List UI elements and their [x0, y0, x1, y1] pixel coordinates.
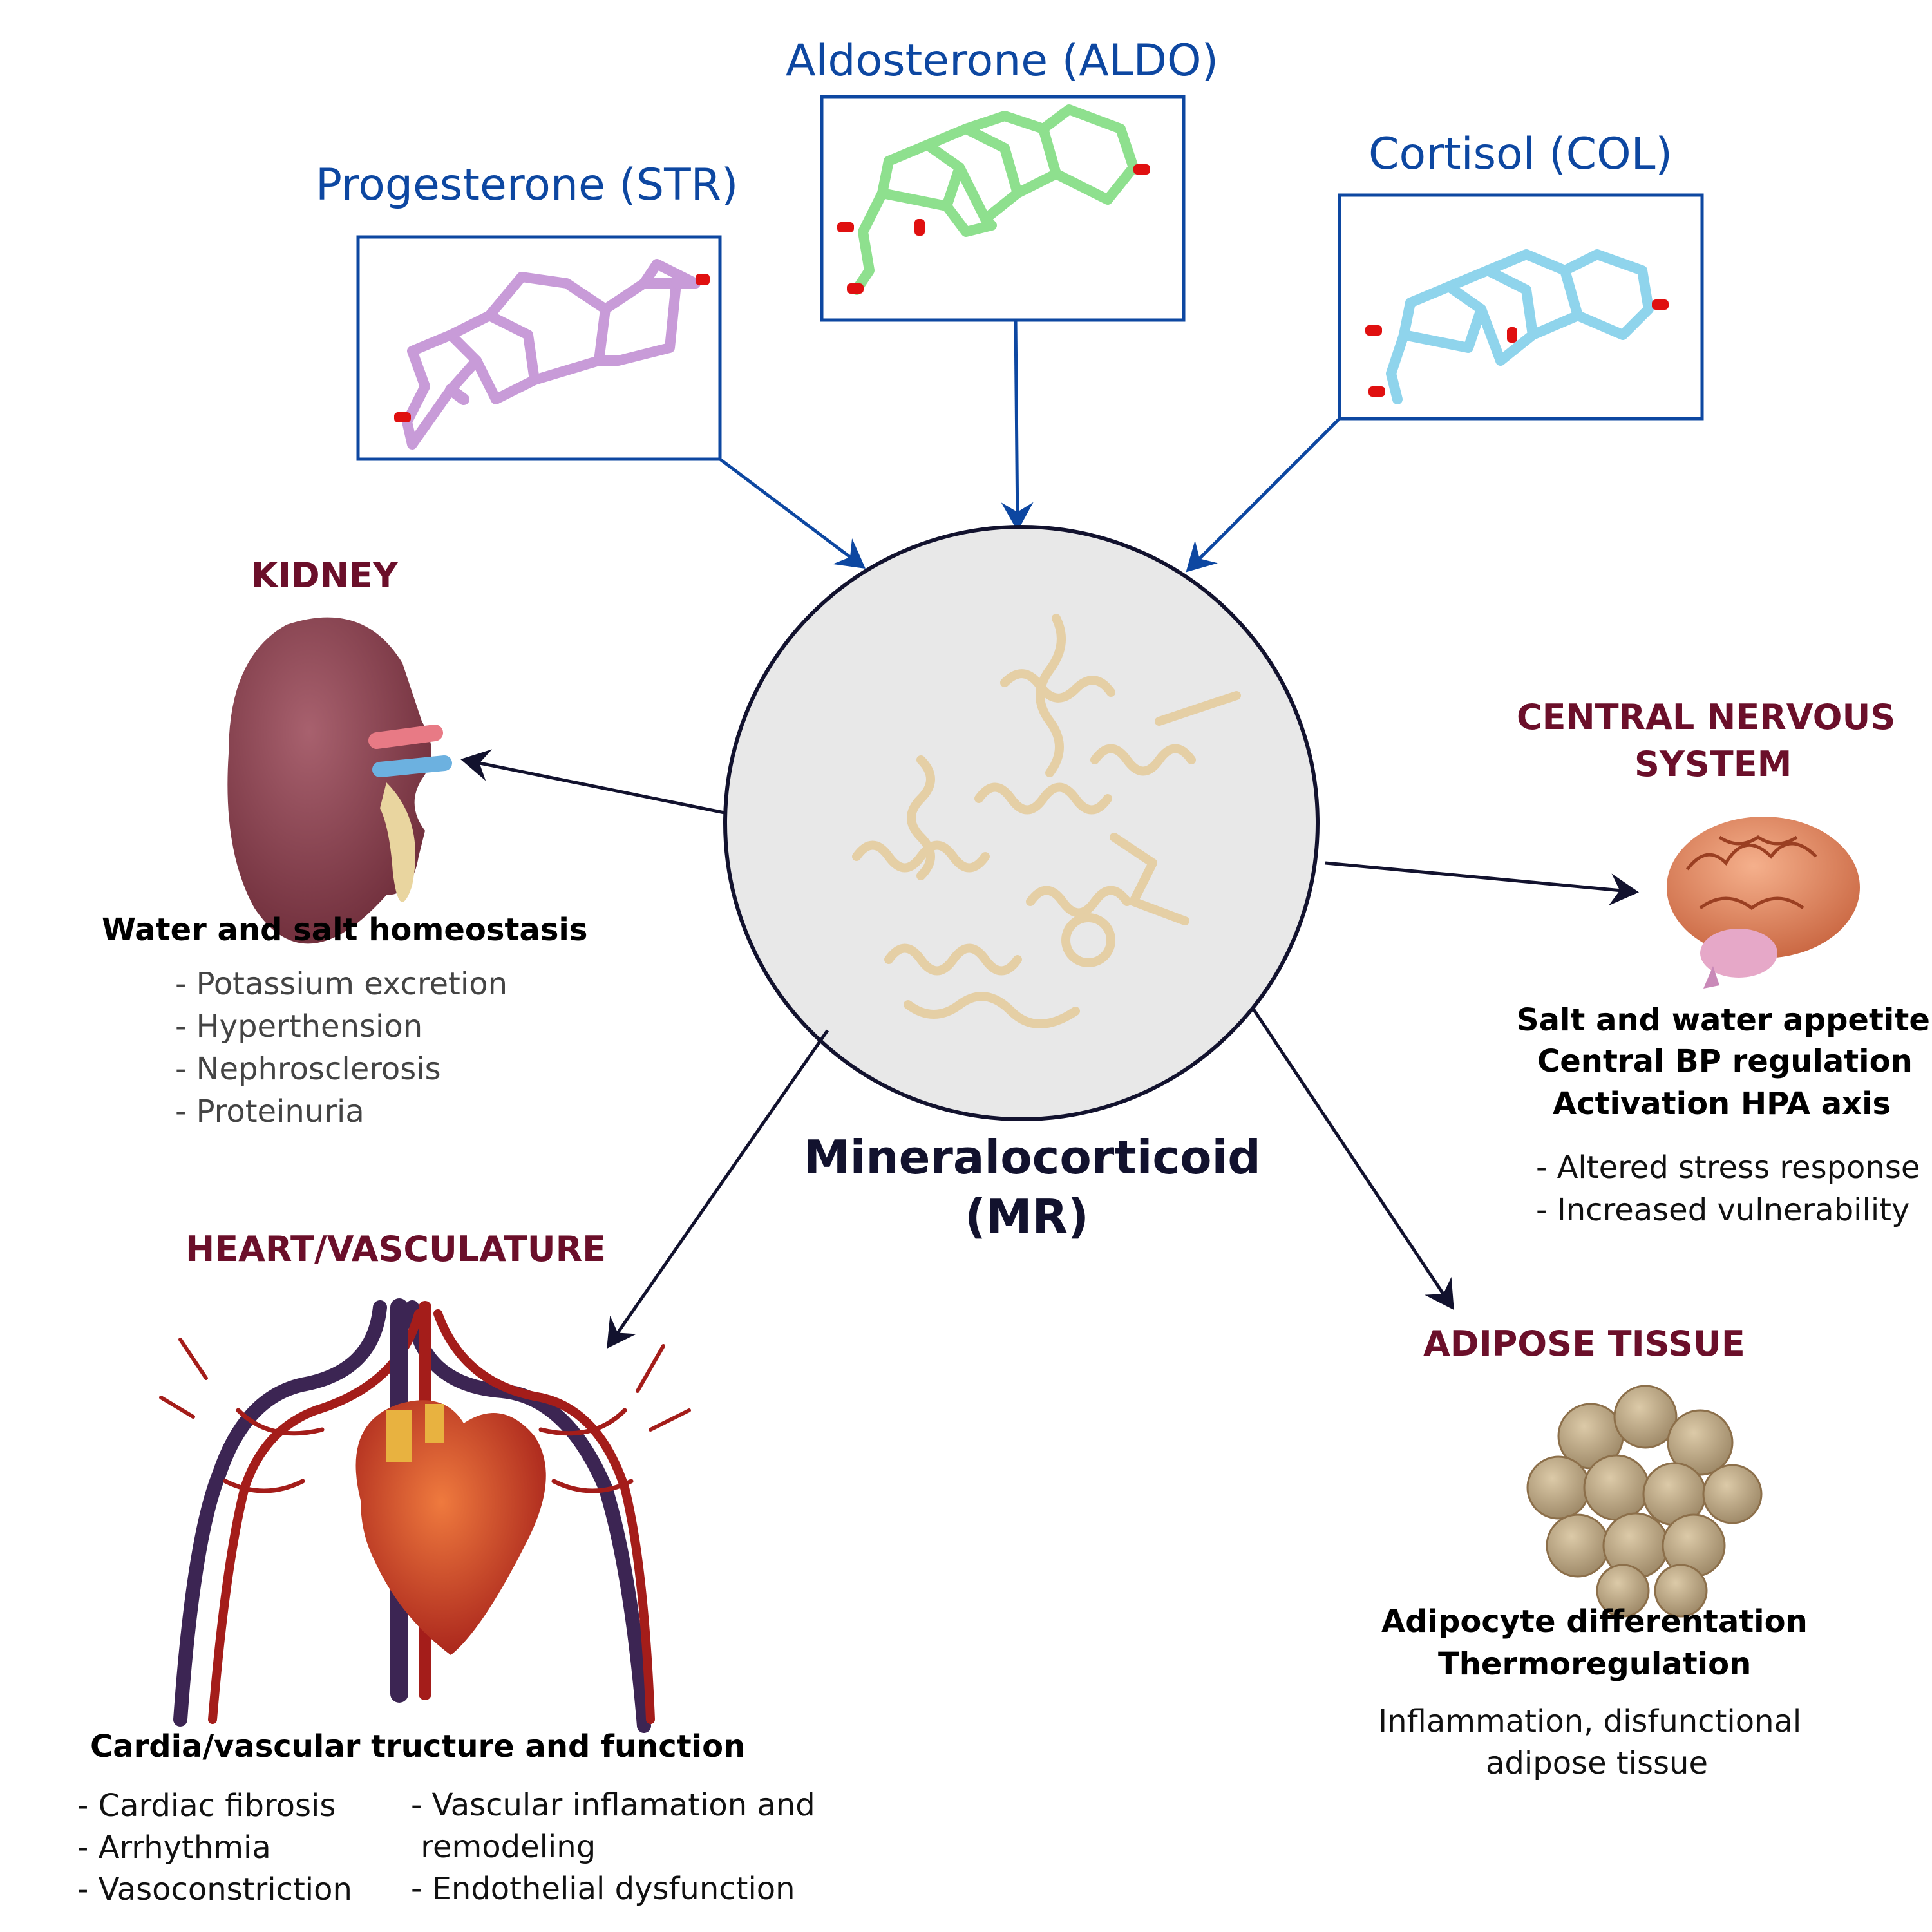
adipose-heading-1: Adipocyte differentation: [1381, 1604, 1808, 1640]
aldosterone-molecule-icon: [851, 104, 1139, 295]
cns-list: - Altered stress response - Increased vu…: [1536, 1146, 1920, 1231]
adipose-desc-line1: Inflammation, disfunctional: [1378, 1703, 1802, 1739]
arrow-to-heart: [607, 1029, 829, 1349]
heart-heading: Cardia/vascular tructure and function: [90, 1728, 746, 1765]
cns-heading-3: Activation HPA axis: [1553, 1086, 1891, 1122]
heart-item-right-2: remodeling: [411, 1829, 596, 1865]
cns-title-line2: SYSTEM: [1634, 744, 1792, 784]
heart-item-right-1: - Vascular inflamation and: [411, 1787, 815, 1823]
heart-item: - Arrhythmia: [77, 1830, 271, 1866]
arrow-progesterone: [719, 458, 866, 569]
cns-heading-1: Salt and water appetite: [1517, 1002, 1930, 1038]
heart-list-left: - Cardiac fibrosis - Arrhythmia - Vasoco…: [77, 1785, 352, 1911]
cns-item: - Increased vulnerability: [1536, 1192, 1910, 1228]
brain-icon: [1667, 817, 1860, 989]
kidney-list: - Potassium excretion - Hyperthension - …: [175, 963, 507, 1133]
cns-heading-2: Central BP regulation: [1537, 1043, 1913, 1079]
receptor-label-line2: (MR): [965, 1189, 1089, 1244]
kidney-title: KIDNEY: [251, 555, 398, 596]
receptor-label-line1: Mineralocorticoid: [804, 1130, 1261, 1184]
arrow-cortisol: [1186, 417, 1341, 573]
cortisol-molecule-icon: [1386, 249, 1654, 404]
heart-item: - Vasoconstriction: [77, 1871, 352, 1908]
receptor-circle: [723, 525, 1320, 1121]
arrow-aldosterone: [1001, 319, 1034, 531]
kidney-item: - Potassium excretion: [175, 966, 507, 1002]
arrow-to-cns: [1325, 861, 1639, 906]
heart-title: HEART/VASCULATURE: [185, 1229, 607, 1269]
adipocyte-cluster-icon: [1526, 1385, 1763, 1618]
cortisol-label: Cortisol (COL): [1368, 129, 1673, 180]
cns-item: - Altered stress response: [1536, 1150, 1920, 1186]
heart-item-right-3: - Endothelial dysfunction: [411, 1871, 795, 1907]
heart-vasculature-icon: [159, 1298, 691, 1733]
cortisol-box: [1338, 193, 1704, 421]
molecule-icon: [394, 274, 710, 422]
aldosterone-label: Aldosterone (ALDO): [786, 35, 1219, 86]
adipose-heading-2: Thermoregulation: [1438, 1646, 1752, 1682]
heart-icon: [355, 1400, 546, 1655]
kidney-item: - Proteinuria: [175, 1094, 365, 1130]
kidney-item: - Nephrosclerosis: [175, 1051, 441, 1087]
heart-item: - Cardiac fibrosis: [77, 1788, 336, 1824]
kidney-item: - Hyperthension: [175, 1009, 423, 1045]
adipose-title: ADIPOSE TISSUE: [1423, 1323, 1745, 1364]
protein-ribbon-icon: [852, 614, 1241, 1028]
kidney-icon: [227, 617, 452, 944]
adipose-desc-line2: adipose tissue: [1486, 1745, 1708, 1781]
progesterone-label: Progesterone (STR): [316, 160, 739, 211]
arrow-to-kidney: [460, 749, 725, 815]
kidney-heading: Water and salt homeostasis: [102, 912, 588, 948]
arrow-to-adipose: [1251, 1007, 1454, 1311]
cns-title-line1: CENTRAL NERVOUS: [1517, 697, 1896, 737]
